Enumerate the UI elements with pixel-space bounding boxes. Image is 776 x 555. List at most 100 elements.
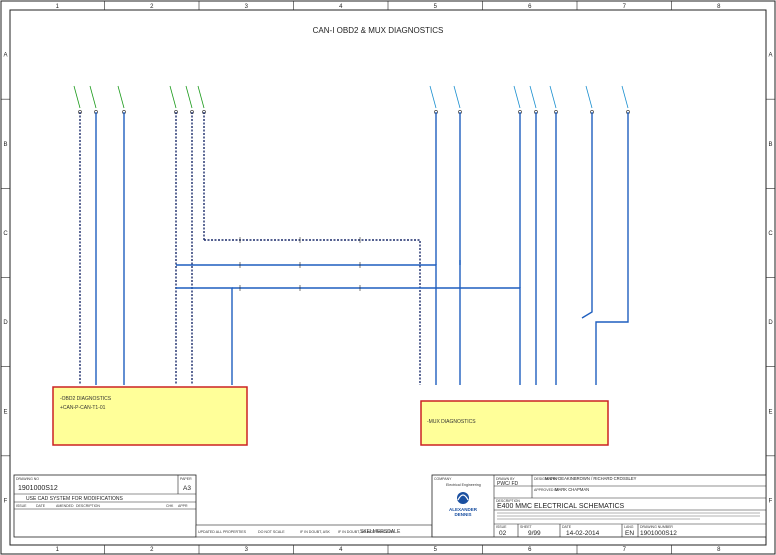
wire-group	[73, 85, 630, 385]
wire	[581, 112, 593, 319]
column-label: 3	[245, 4, 249, 10]
drawn-by: PWC/ FD	[497, 481, 518, 487]
row-label: A	[768, 53, 772, 59]
company-sub: Electrical Engineering	[446, 483, 481, 487]
drawing-number-value: 1901000S12	[640, 530, 677, 537]
column-label: 4	[339, 4, 343, 10]
approved-label: APPROVED BY	[534, 488, 560, 492]
revision-header: AMENDED	[56, 504, 74, 508]
column-label: 3	[245, 547, 249, 553]
sheet-title: CAN-I OBD2 & MUX DIAGNOSTICS	[313, 26, 444, 35]
wire	[204, 239, 421, 385]
wire-tag	[621, 85, 629, 109]
wire-tag	[429, 85, 437, 109]
column-label: 2	[150, 4, 154, 10]
wire-tag	[513, 85, 521, 109]
row-label: F	[4, 498, 8, 504]
row-label: C	[3, 231, 8, 237]
column-label: 4	[339, 547, 343, 553]
row-label: A	[3, 53, 7, 59]
lang-value: EN	[625, 530, 634, 537]
row-label: C	[768, 231, 773, 237]
footer-note: IF IN DOUBT, DO NOT PROCEED	[338, 530, 394, 534]
column-label: 7	[623, 547, 627, 553]
left-title-block: DRAWING NO 1901000S12 PAPER A3 USE CAD S…	[13, 474, 433, 538]
sheet-value: 9/99	[528, 530, 541, 537]
column-label: 8	[717, 4, 721, 10]
revision-header: DESCRIPTION	[76, 504, 100, 508]
column-label: 8	[717, 547, 721, 553]
footer-notes: UPDATED ALL PROPERTIES DO NOT SCALE IF IN …	[198, 529, 401, 535]
paper-size: A3	[183, 485, 191, 492]
footer-note: DO NOT SCALE	[258, 530, 285, 534]
drawing-number-label: DRAWING NUMBER	[640, 525, 673, 529]
column-label: 1	[56, 547, 60, 553]
column-labels-bottom: 1 2 3 4 5 6 7 8	[56, 545, 721, 554]
wire-tag	[585, 85, 593, 109]
wire	[595, 112, 629, 385]
row-label: E	[768, 409, 772, 415]
row-labels-left: A B C D E F	[1, 53, 10, 504]
wire-tag	[169, 85, 177, 109]
mux-module-label: -MUX DIAGNOSTICS	[427, 419, 476, 425]
drawn-label: DRAWN BY	[496, 477, 515, 481]
row-label: F	[769, 498, 773, 504]
cad-description: USE CAD SYSTEM FOR MODIFICATIONS	[26, 496, 124, 502]
row-label: B	[768, 142, 772, 148]
revision-header: APPR	[178, 504, 188, 508]
wire-tag	[117, 85, 125, 109]
wire-tag	[185, 85, 193, 109]
revision-header: CHK	[166, 504, 174, 508]
title-label: DESCRIPTION	[496, 499, 520, 503]
date-label: DATE	[562, 525, 572, 529]
row-label: D	[3, 320, 8, 326]
row-label: B	[3, 142, 7, 148]
logo-line1: ALEXANDER	[449, 507, 478, 512]
column-label: 7	[623, 4, 627, 10]
wire-tag	[549, 85, 557, 109]
footer-note: UPDATED ALL PROPERTIES	[198, 530, 247, 534]
left-drawing-no: 1901000S12	[18, 485, 58, 492]
row-label: D	[768, 320, 773, 326]
obd2-module-sublabel: +CAN-P-CAN-T1-01	[60, 405, 106, 411]
column-label: 1	[56, 4, 60, 10]
column-label: 6	[528, 4, 532, 10]
paper-label: PAPER	[180, 477, 192, 481]
column-label: 2	[150, 547, 154, 553]
revision-header: DATE	[36, 504, 46, 508]
logo-line2: DENNIS	[454, 512, 471, 517]
revision-header: ISSUE	[16, 504, 27, 508]
wire-tag	[529, 85, 537, 109]
issue-value: 02	[499, 530, 507, 537]
date-value: 14-02-2014	[566, 530, 600, 537]
approved-by: MARK CHAPMAN	[555, 487, 589, 492]
column-labels-top: 1 2 3 4 5 6 7 8	[56, 1, 721, 10]
column-label: 5	[434, 547, 438, 553]
mux-module-box[interactable]	[420, 400, 609, 446]
footer-note: SKELMERSDALE	[360, 529, 401, 535]
row-labels-right: A B C D E F	[766, 53, 775, 504]
sheet-label: SHEET	[520, 525, 533, 529]
row-label: E	[3, 409, 7, 415]
wire-tag	[89, 85, 97, 109]
lang-label: LANG	[624, 525, 634, 529]
designed-by: MARK DEAKINBROWN / RICHARD CROSSLEY	[545, 476, 637, 481]
wire-tag	[453, 85, 461, 109]
obd2-module-box[interactable]	[52, 386, 248, 446]
confidentiality-notice	[497, 512, 760, 520]
company-logo: ALEXANDER DENNIS	[449, 492, 478, 517]
right-title-block: COMPANY Electrical Engineering ALEXANDER…	[431, 474, 767, 538]
wire-tag	[73, 85, 81, 109]
column-label: 6	[528, 547, 532, 553]
left-drawing-no-label: DRAWING NO	[16, 477, 39, 481]
obd2-module-label: -OBD2 DIAGNOSTICS	[60, 396, 112, 402]
designed-label: DESIGNED BY	[534, 477, 559, 481]
wire-tag	[197, 85, 205, 109]
drawing-title: E400 MMC ELECTRICAL SCHEMATICS	[497, 503, 625, 510]
column-label: 5	[434, 4, 438, 10]
footer-note: IF IN DOUBT, ASK	[300, 530, 331, 534]
company-label: COMPANY	[434, 477, 452, 481]
